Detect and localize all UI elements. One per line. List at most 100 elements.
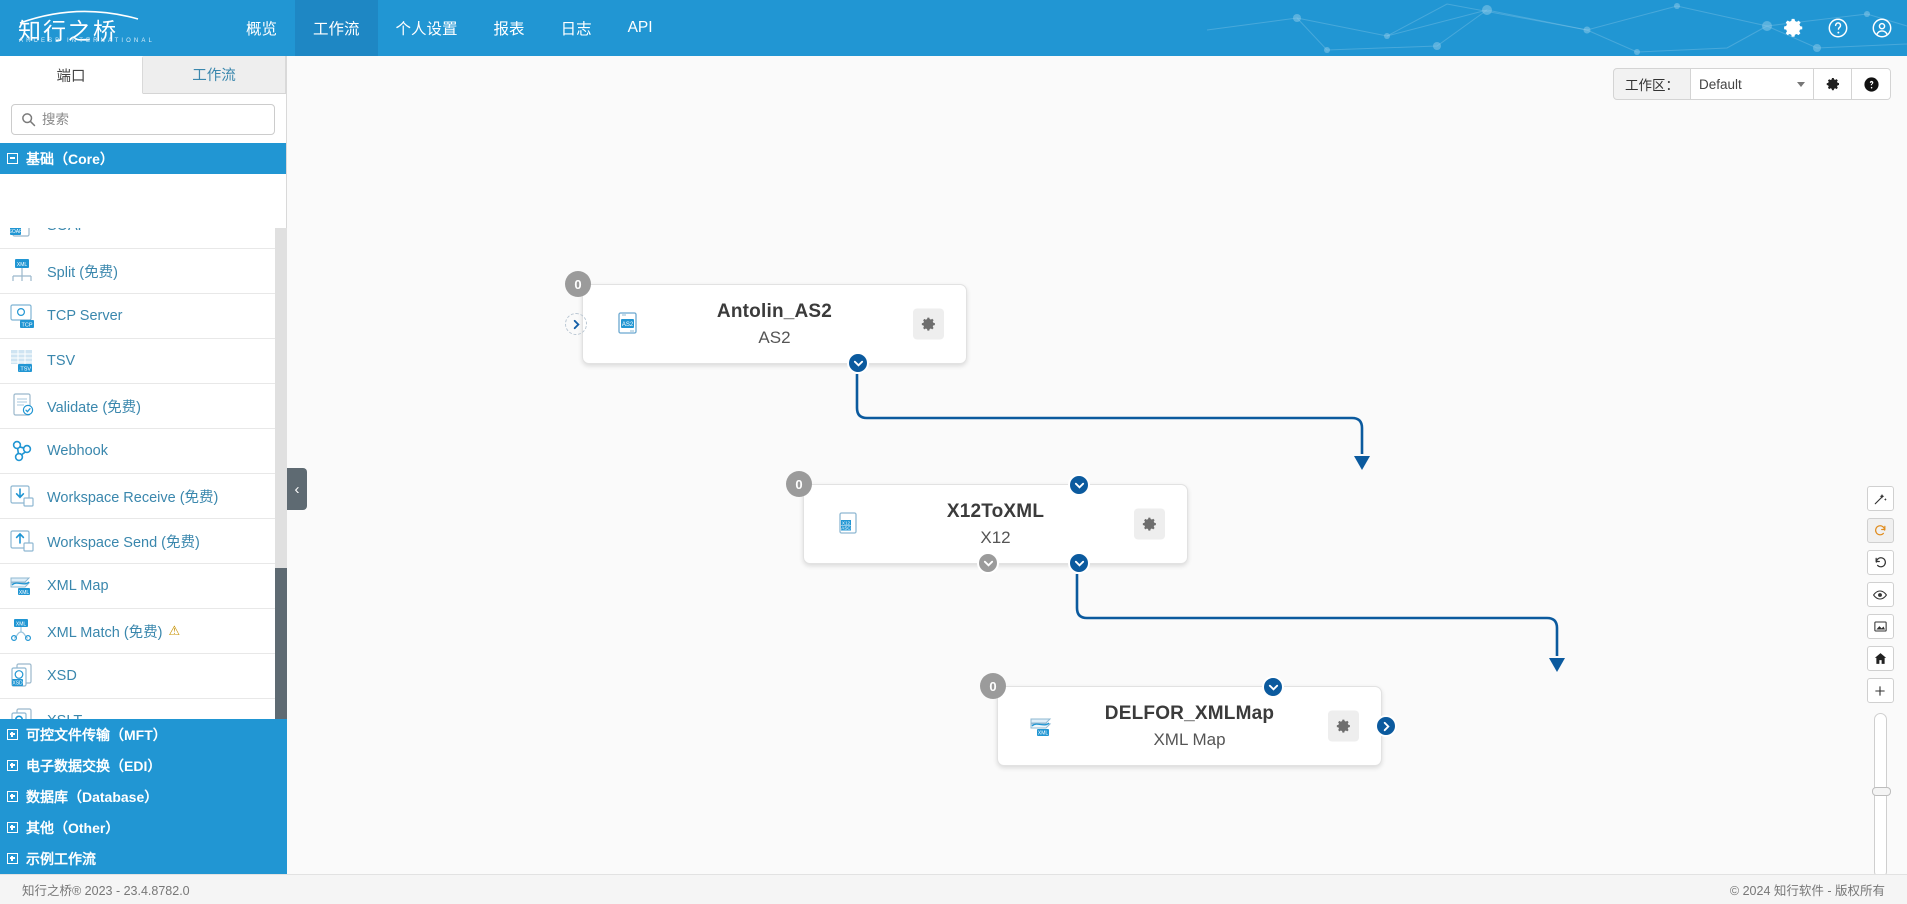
gear-icon	[1142, 517, 1156, 531]
flow-node-x12toxml[interactable]: 0 X12 ASC X12ToXML X12	[786, 471, 1188, 574]
zoom-in-button[interactable]	[1866, 678, 1894, 703]
soap-file-icon: SOAP	[9, 228, 30, 237]
category-header-edi[interactable]: 电子数据交换（EDI）	[0, 750, 287, 781]
node-settings-button[interactable]	[913, 308, 944, 340]
zoom-in-icon	[1875, 685, 1885, 696]
workspace-receive-icon	[10, 485, 34, 507]
category-header-sample-workflows[interactable]: 示例工作流	[0, 843, 287, 874]
port-item-tsv[interactable]: .TSV TSV	[0, 339, 287, 384]
header-network-decoration	[1207, 3, 1907, 55]
port-label: XML Map	[47, 578, 109, 594]
flow-node-antolin-as2[interactable]: 0 AS2 Antolin_AS2 AS2	[565, 271, 967, 374]
nav-item-workflow[interactable]: 工作流	[295, 0, 378, 56]
node-subtitle: AS2	[758, 327, 791, 347]
port-item-validate[interactable]: Validate (免费)	[0, 384, 287, 429]
redo-button[interactable]	[1866, 518, 1894, 543]
port-item-soap[interactable]: SOAP SOAP	[0, 228, 287, 249]
workspace-dropdown[interactable]: Default	[1690, 69, 1814, 99]
category-header-core[interactable]: 基础（Core）	[0, 143, 286, 174]
chevron-right-icon	[1383, 721, 1390, 731]
undo-icon	[1875, 557, 1886, 568]
port-label: XML Match (免费)	[47, 624, 163, 641]
port-label: XSD	[47, 668, 77, 684]
zoom-slider-knob[interactable]	[1871, 787, 1891, 796]
user-circle-icon[interactable]	[1871, 17, 1893, 39]
header-icon-group	[1783, 0, 1893, 56]
sidebar-collapse-handle[interactable]: ‹	[287, 468, 307, 510]
undo-button[interactable]	[1866, 550, 1894, 575]
nav-item-reports[interactable]: 报表	[493, 21, 525, 38]
workflow-canvas[interactable]: 工作区： Default	[287, 56, 1907, 874]
xml-match-icon: XML	[10, 619, 32, 642]
split-xml-icon: XML	[12, 259, 32, 281]
port-item-workspace-send[interactable]: Workspace Send (免费)	[0, 519, 287, 564]
node-input-connector[interactable]	[565, 313, 587, 335]
search-icon	[22, 113, 36, 127]
port-item-workspace-receive[interactable]: Workspace Receive (免费)	[0, 474, 287, 519]
help-circle-icon[interactable]	[1827, 17, 1849, 39]
node-input-connector[interactable]	[1262, 676, 1284, 698]
node-input-connector[interactable]	[1068, 474, 1090, 496]
node-title: X12ToXML	[946, 500, 1045, 522]
svg-text:XSD: XSD	[12, 681, 23, 687]
tab-ports[interactable]: 端口	[0, 56, 143, 94]
gear-icon[interactable]	[1783, 17, 1805, 39]
app-logo[interactable]: 知行之桥 ARCESB INTERNATIONAL	[14, 4, 152, 52]
port-label: Workspace Send (免费)	[47, 534, 200, 551]
port-item-webhook[interactable]: Webhook	[0, 429, 287, 474]
tab-workflows[interactable]: 工作流	[143, 56, 286, 93]
search-input[interactable]	[12, 112, 274, 127]
node-output-connector-secondary[interactable]	[977, 552, 999, 574]
expand-plus-icon	[7, 853, 18, 864]
category-label: 电子数据交换（EDI）	[26, 757, 162, 774]
port-item-tcp-server[interactable]: TCP TCP Server	[0, 294, 287, 339]
port-item-xml-map[interactable]: XML XML Map	[0, 564, 287, 609]
search-box[interactable]	[11, 104, 275, 135]
node-output-connector[interactable]	[847, 352, 869, 374]
workspace-send-icon	[10, 530, 34, 552]
category-label: 其他（Other）	[26, 819, 120, 836]
workspace-settings-button[interactable]	[1814, 69, 1852, 99]
magic-wand-button[interactable]	[1866, 486, 1894, 511]
flow-node-delfor-xmlmap[interactable]: 0 XML DELFOR_XMLMap XML Map	[980, 673, 1397, 766]
workspace-help-button[interactable]	[1852, 69, 1890, 99]
sidebar-search-container	[0, 94, 286, 143]
port-item-split[interactable]: XML Split (免费)	[0, 249, 287, 294]
port-list[interactable]: SOAP SOAP XML Split (免费)	[0, 228, 287, 768]
node-output-connector[interactable]	[1068, 552, 1090, 574]
svg-text:.TSV: .TSV	[19, 367, 32, 373]
validate-doc-icon	[13, 393, 34, 416]
warning-icon: ⚠	[168, 623, 181, 638]
port-item-xml-match[interactable]: XML XML Match (免费) ⚠	[0, 609, 287, 654]
nav-item-personal-settings[interactable]: 个人设置	[395, 21, 458, 38]
home-button[interactable]	[1866, 646, 1894, 671]
sidebar-tabs: 端口 工作流	[0, 56, 286, 94]
chevron-down-icon	[853, 360, 863, 367]
node-settings-button[interactable]	[1328, 710, 1359, 742]
workspace-label: 工作区：	[1625, 78, 1679, 93]
node-output-connector[interactable]	[1375, 715, 1397, 737]
workspace-selector-bar: 工作区： Default	[1613, 68, 1891, 100]
fit-to-screen-button[interactable]	[1866, 614, 1894, 639]
category-header-mft[interactable]: 可控文件传输（MFT）	[0, 719, 287, 750]
scrollbar-thumb[interactable]	[275, 568, 287, 748]
main-navigation: 概览 工作流 个人设置 报表 日志 API	[228, 0, 671, 56]
port-item-xsd[interactable]: XSD XSD	[0, 654, 287, 699]
node-title: Antolin_AS2	[716, 300, 833, 322]
flow-connectors	[855, 374, 1565, 672]
preview-button[interactable]	[1866, 582, 1894, 607]
zoom-slider[interactable]	[1871, 713, 1891, 874]
category-header-other[interactable]: 其他（Other）	[0, 812, 287, 843]
collapse-minus-icon	[7, 153, 18, 164]
as2-icon: AS2	[618, 312, 637, 334]
nav-item-api[interactable]: API	[627, 19, 653, 36]
port-list-scrollbar[interactable]	[275, 228, 287, 768]
webhook-icon	[12, 440, 32, 462]
magic-wand-icon	[1874, 494, 1887, 505]
nav-item-overview[interactable]: 概览	[246, 21, 278, 38]
category-header-database[interactable]: 数据库（Database）	[0, 781, 287, 812]
node-settings-button[interactable]	[1134, 508, 1165, 540]
home-icon	[1874, 653, 1886, 664]
nav-item-logs[interactable]: 日志	[560, 21, 592, 38]
